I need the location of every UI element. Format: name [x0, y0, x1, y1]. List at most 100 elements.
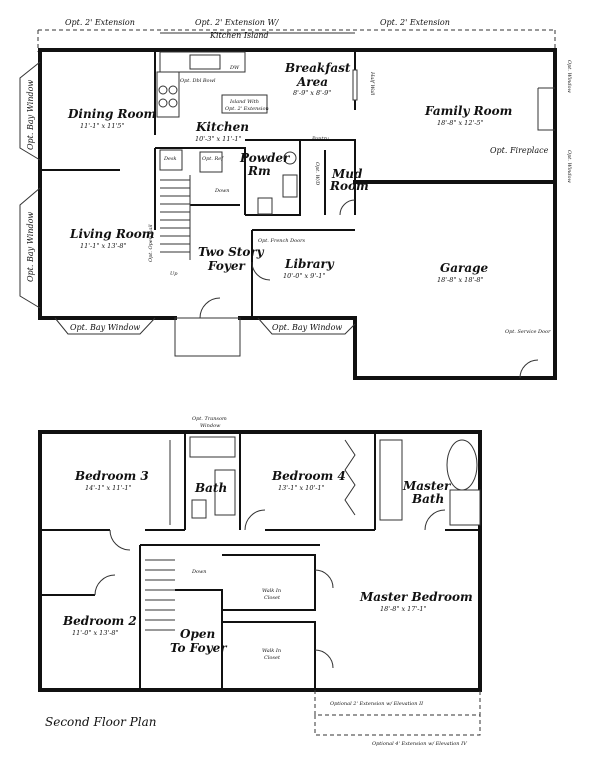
opt-extension-2: [314, 690, 481, 716]
library-dims: 10'-0" x 9'-1": [283, 272, 325, 280]
walk-in-closet-1: [222, 554, 316, 611]
opt-wd-label: Opt. W/D: [314, 162, 320, 185]
family-room-dims: 18'-8" x 12'-5": [437, 119, 484, 127]
living-bay-window: [19, 187, 41, 309]
front-bay-window-left: [54, 317, 156, 335]
desk-label: Desk: [163, 156, 177, 162]
cooktop-burner: [168, 85, 178, 95]
powder-closet: [282, 174, 298, 198]
kitchen-dims: 10'-3" x 11'-1": [195, 135, 242, 143]
bath-label: Bath: [194, 481, 227, 495]
bay-window-dining-label: Opt. Bay Window: [26, 80, 35, 150]
bedroom4-door-swing: [244, 509, 266, 531]
mud-room-label-2: Room: [329, 179, 369, 193]
garage-dims: 18'-8" x 18'-8": [437, 276, 484, 284]
bedroom3-label: Bedroom 3: [74, 469, 149, 483]
dining-room-dims: 11'-1" x 11'5": [80, 122, 124, 130]
opt-window-label-1: Opt. Window: [566, 60, 572, 94]
walk-in-2-label-2: Closet: [264, 655, 281, 661]
open-foyer-label: Open: [180, 627, 215, 641]
master-shower: [449, 489, 481, 526]
powder-sink: [283, 151, 297, 165]
ext-middle-label-2: Kitchen Island: [209, 31, 269, 40]
island-label-2: Opt. 2' Extension: [225, 106, 269, 112]
kitchen-sink: [189, 54, 221, 70]
master-bedroom-dims: 18'-8" x 17'-1": [380, 605, 427, 613]
transom-label-2: Window: [200, 423, 221, 429]
second-floor: Opt. Transom Window Bedroom 3 14'-1" x 1…: [38, 416, 482, 747]
library-label: Library: [284, 257, 335, 271]
opt-service-door-label: Opt. Service Door: [505, 329, 551, 335]
dining-room-label: Dining Room: [67, 107, 156, 121]
mud-room-door-swing: [339, 199, 356, 216]
refrigerator: [199, 151, 223, 173]
breakfast-dims: 8'-9" x 8'-9": [293, 89, 331, 97]
half-wall: [352, 69, 358, 101]
dw-label: DW: [229, 65, 240, 71]
opt-open-rail-label: Opt. Open Rail: [148, 224, 154, 262]
opt-dbl-bowl-label: Opt. Dbl Bowl: [180, 78, 216, 84]
walk-in-1-label: Walk In: [262, 588, 281, 594]
bath-vanity: [214, 469, 236, 516]
opt-ref-label: Opt. Ref: [202, 156, 224, 162]
walk-in-closet-2: [222, 621, 316, 690]
cooktop-burner: [158, 85, 168, 95]
kitchen-stair-wall: [155, 147, 246, 215]
opt-fireplace-label: Opt. Fireplace: [490, 146, 549, 155]
bedroom3-door-swing: [109, 529, 131, 551]
dining-bay-window: [19, 61, 41, 161]
fireplace: [537, 87, 555, 131]
kitchen-desk: [159, 149, 183, 171]
closet2-door-swing: [314, 649, 334, 669]
front-door-swing: [199, 297, 221, 319]
open-foyer-wall: [175, 589, 223, 690]
ext-right-label: Opt. 2' Extension: [380, 18, 450, 27]
living-room-label: Living Room: [69, 227, 155, 241]
bedroom2-door-swing: [94, 574, 116, 596]
down-label-second: Down: [191, 569, 207, 575]
half-wall-label: Half Wall: [369, 71, 375, 96]
opt-extension-4: [314, 715, 481, 736]
exterior-wall-garage: [238, 180, 557, 380]
opt-french-doors-label: Opt. French Doors: [258, 238, 306, 244]
cooktop-burner: [158, 98, 168, 108]
bedroom4-closet-doors: [344, 439, 356, 516]
ext-left-label: Opt. 2' Extension: [65, 18, 135, 27]
bedroom2-dims: 11'-0" x 13'-8": [72, 629, 119, 637]
open-foyer-label-2: To Foyer: [170, 641, 228, 655]
master-bath-door-swing: [424, 509, 446, 531]
master-bedroom-label: Master Bedroom: [359, 590, 473, 604]
island-label: Island With: [229, 99, 259, 105]
bedroom4-label: Bedroom 4: [271, 469, 346, 483]
ext-middle-label: Opt. 2' Extension W/: [195, 18, 280, 27]
pantry-label: Pantry: [311, 136, 329, 142]
second-floor-title: Second Floor Plan: [45, 715, 156, 729]
kitchen-label: Kitchen: [195, 120, 249, 134]
opt-ext-2-label: Optional 2' Extension w/ Elevation II: [330, 701, 424, 707]
cooktop-burner: [168, 98, 178, 108]
breakfast-label-2: Area: [296, 75, 328, 89]
bath-toilet: [191, 499, 207, 519]
front-bay-window-right: [257, 317, 356, 335]
pantry-wall: [300, 139, 356, 215]
up-label: Up: [170, 271, 178, 277]
master-bath-label: Master: [402, 479, 452, 493]
library-door-swing: [251, 261, 271, 281]
master-bath-label-2: Bath: [411, 492, 444, 506]
breakfast-label: Breakfast: [284, 61, 351, 75]
living-room-dims: 11'-1" x 13'-8": [80, 242, 127, 250]
opt-window-label-2: Opt. Window: [566, 150, 572, 184]
powder-room-label: Powder: [239, 151, 291, 165]
front-stoop: [174, 317, 241, 357]
bedroom3-dims: 14'-1" x 11'-1": [85, 484, 132, 492]
walk-in-2-label: Walk In: [262, 648, 281, 654]
master-vanity: [379, 439, 403, 521]
transom-label: Opt. Transom: [192, 416, 227, 422]
foyer-label: Two Story: [198, 245, 265, 259]
mud-room-label: Mud: [331, 167, 363, 181]
kitchen-island: [221, 94, 268, 114]
bay-window-front-left-label: Opt. Bay Window: [70, 323, 140, 332]
service-door-swing: [519, 359, 539, 379]
first-floor: Opt. 2' Extension Opt. 2' Extension W/ K…: [19, 18, 572, 380]
